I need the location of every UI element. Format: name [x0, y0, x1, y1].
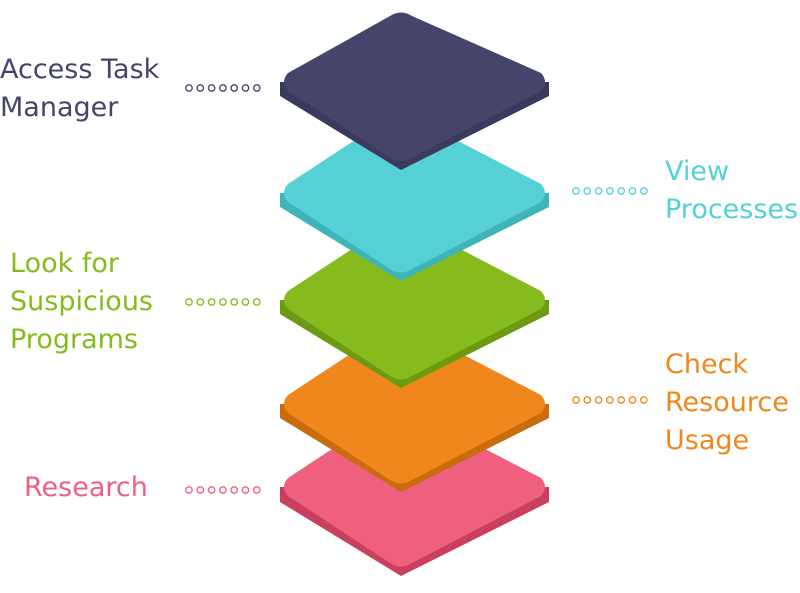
- connector-dot: [252, 84, 261, 92]
- connector-dot: [617, 187, 626, 195]
- layer-look-for-suspicious-programs: [280, 220, 549, 388]
- label-access-task-manager: Access Task Manager: [0, 51, 159, 127]
- connector-dot: [252, 486, 261, 494]
- connector-dot: [219, 84, 227, 92]
- label-line: Research: [24, 472, 148, 503]
- layer-view-top: [284, 113, 545, 273]
- connector-dot: [594, 396, 603, 404]
- connector-dot: [241, 298, 250, 306]
- label-line: Usage: [665, 425, 750, 456]
- layer-access-top: [284, 12, 545, 162]
- label-line: Resource: [665, 387, 789, 418]
- label-line: Programs: [10, 324, 138, 355]
- connector-access-task-manager: [185, 84, 261, 92]
- connector-dot: [241, 486, 250, 494]
- connector-dot: [230, 84, 239, 92]
- label-line: Check: [665, 349, 749, 380]
- connector-dot: [639, 396, 648, 404]
- label-view-processes: View Processes: [665, 153, 798, 229]
- connector-dot: [252, 298, 261, 306]
- label-line: Processes: [665, 194, 799, 225]
- connector-dot: [185, 486, 193, 494]
- layer-look-top: [284, 220, 545, 380]
- label-line: Suspicious: [10, 286, 154, 317]
- connector-dot: [572, 187, 580, 195]
- connector-dot: [572, 396, 580, 404]
- connector-dot: [639, 187, 648, 195]
- connector-dot: [230, 486, 239, 494]
- connector-dot: [196, 486, 205, 494]
- label-line: View: [665, 156, 730, 187]
- layer-check-top: [284, 324, 545, 484]
- connector-dot: [185, 84, 193, 92]
- connector-dot: [241, 84, 250, 92]
- connector-dot: [207, 298, 216, 306]
- label-line: Look for: [10, 248, 119, 279]
- connector-dot: [594, 187, 603, 195]
- connector-dot: [617, 396, 626, 404]
- layer-check-resource-usage: [280, 324, 549, 492]
- connector-dot: [196, 84, 205, 92]
- label-line: Access Task: [0, 54, 160, 85]
- connector-view-processes: [572, 187, 648, 195]
- connector-dot: [219, 298, 227, 306]
- connector-dot: [207, 486, 216, 494]
- connector-dot: [583, 396, 592, 404]
- connector-dot: [628, 396, 637, 404]
- connector-look-for-suspicious-programs: [185, 298, 261, 306]
- connector-dot: [583, 187, 592, 195]
- layer-access-task-manager: [280, 12, 549, 170]
- connector-dot: [230, 298, 239, 306]
- connector-dot: [219, 486, 227, 494]
- connector-research: [185, 486, 261, 494]
- connector-dot: [628, 187, 637, 195]
- label-check-resource-usage: Check Resource Usage: [665, 346, 789, 460]
- label-research: Research: [24, 469, 148, 507]
- connector-dot: [606, 396, 614, 404]
- label-line: Manager: [0, 92, 119, 123]
- connector-dot: [185, 298, 193, 306]
- connector-dot: [606, 187, 614, 195]
- layer-view-processes: [280, 113, 549, 281]
- label-look-for-suspicious-programs: Look for Suspicious Programs: [10, 245, 153, 359]
- connector-dot: [196, 298, 205, 306]
- connector-check-resource-usage: [572, 396, 648, 404]
- connector-dot: [207, 84, 216, 92]
